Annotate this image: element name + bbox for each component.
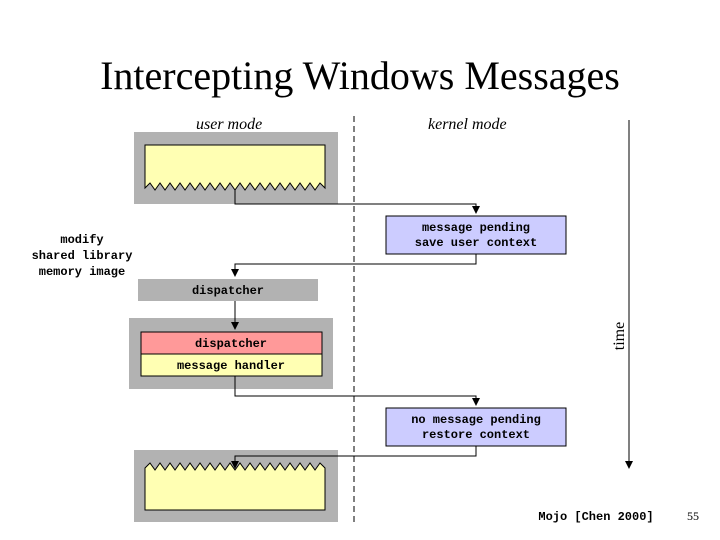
kernel-box-pending-line1: message pending	[422, 221, 530, 235]
message-handler-label: message handler	[177, 359, 285, 373]
modify-label: modify shared library memory image	[20, 232, 144, 280]
modify-label-line: modify	[60, 233, 104, 247]
kernel-box-no-pending-line1: no message pending	[411, 413, 541, 427]
user-block-top	[134, 132, 338, 204]
slide-title: Intercepting Windows Messages	[100, 53, 620, 98]
user-block-bottom	[134, 450, 338, 522]
arrow-to-dispatcher-bar	[231, 254, 477, 277]
dispatcher-bar	[138, 279, 318, 301]
kernel-box-pending-line2: save user context	[415, 236, 537, 250]
dispatcher-bar-label: dispatcher	[192, 284, 264, 298]
message-handler-box	[140, 353, 323, 377]
kernel-box-pending	[385, 215, 567, 255]
kernel-box-no-pending-line2: restore context	[422, 428, 530, 442]
kernel-mode-label: kernel mode	[428, 116, 507, 133]
citation: Mojo [Chen 2000]	[538, 510, 653, 524]
user-mode-label: user mode	[196, 116, 263, 133]
inner-dispatcher-label: dispatcher	[195, 337, 267, 351]
user-block-middle: dispatcher message handler	[129, 318, 333, 389]
modify-label-line: shared library	[31, 249, 133, 263]
arrow-to-bottom-block	[231, 446, 477, 469]
time-label: time	[611, 322, 628, 350]
arrow-to-pending	[234, 190, 480, 214]
kernel-box-no-pending	[385, 407, 567, 447]
modify-label-line: memory image	[38, 265, 126, 279]
page-number: 55	[687, 509, 699, 523]
arrow-to-no-pending	[234, 376, 480, 406]
